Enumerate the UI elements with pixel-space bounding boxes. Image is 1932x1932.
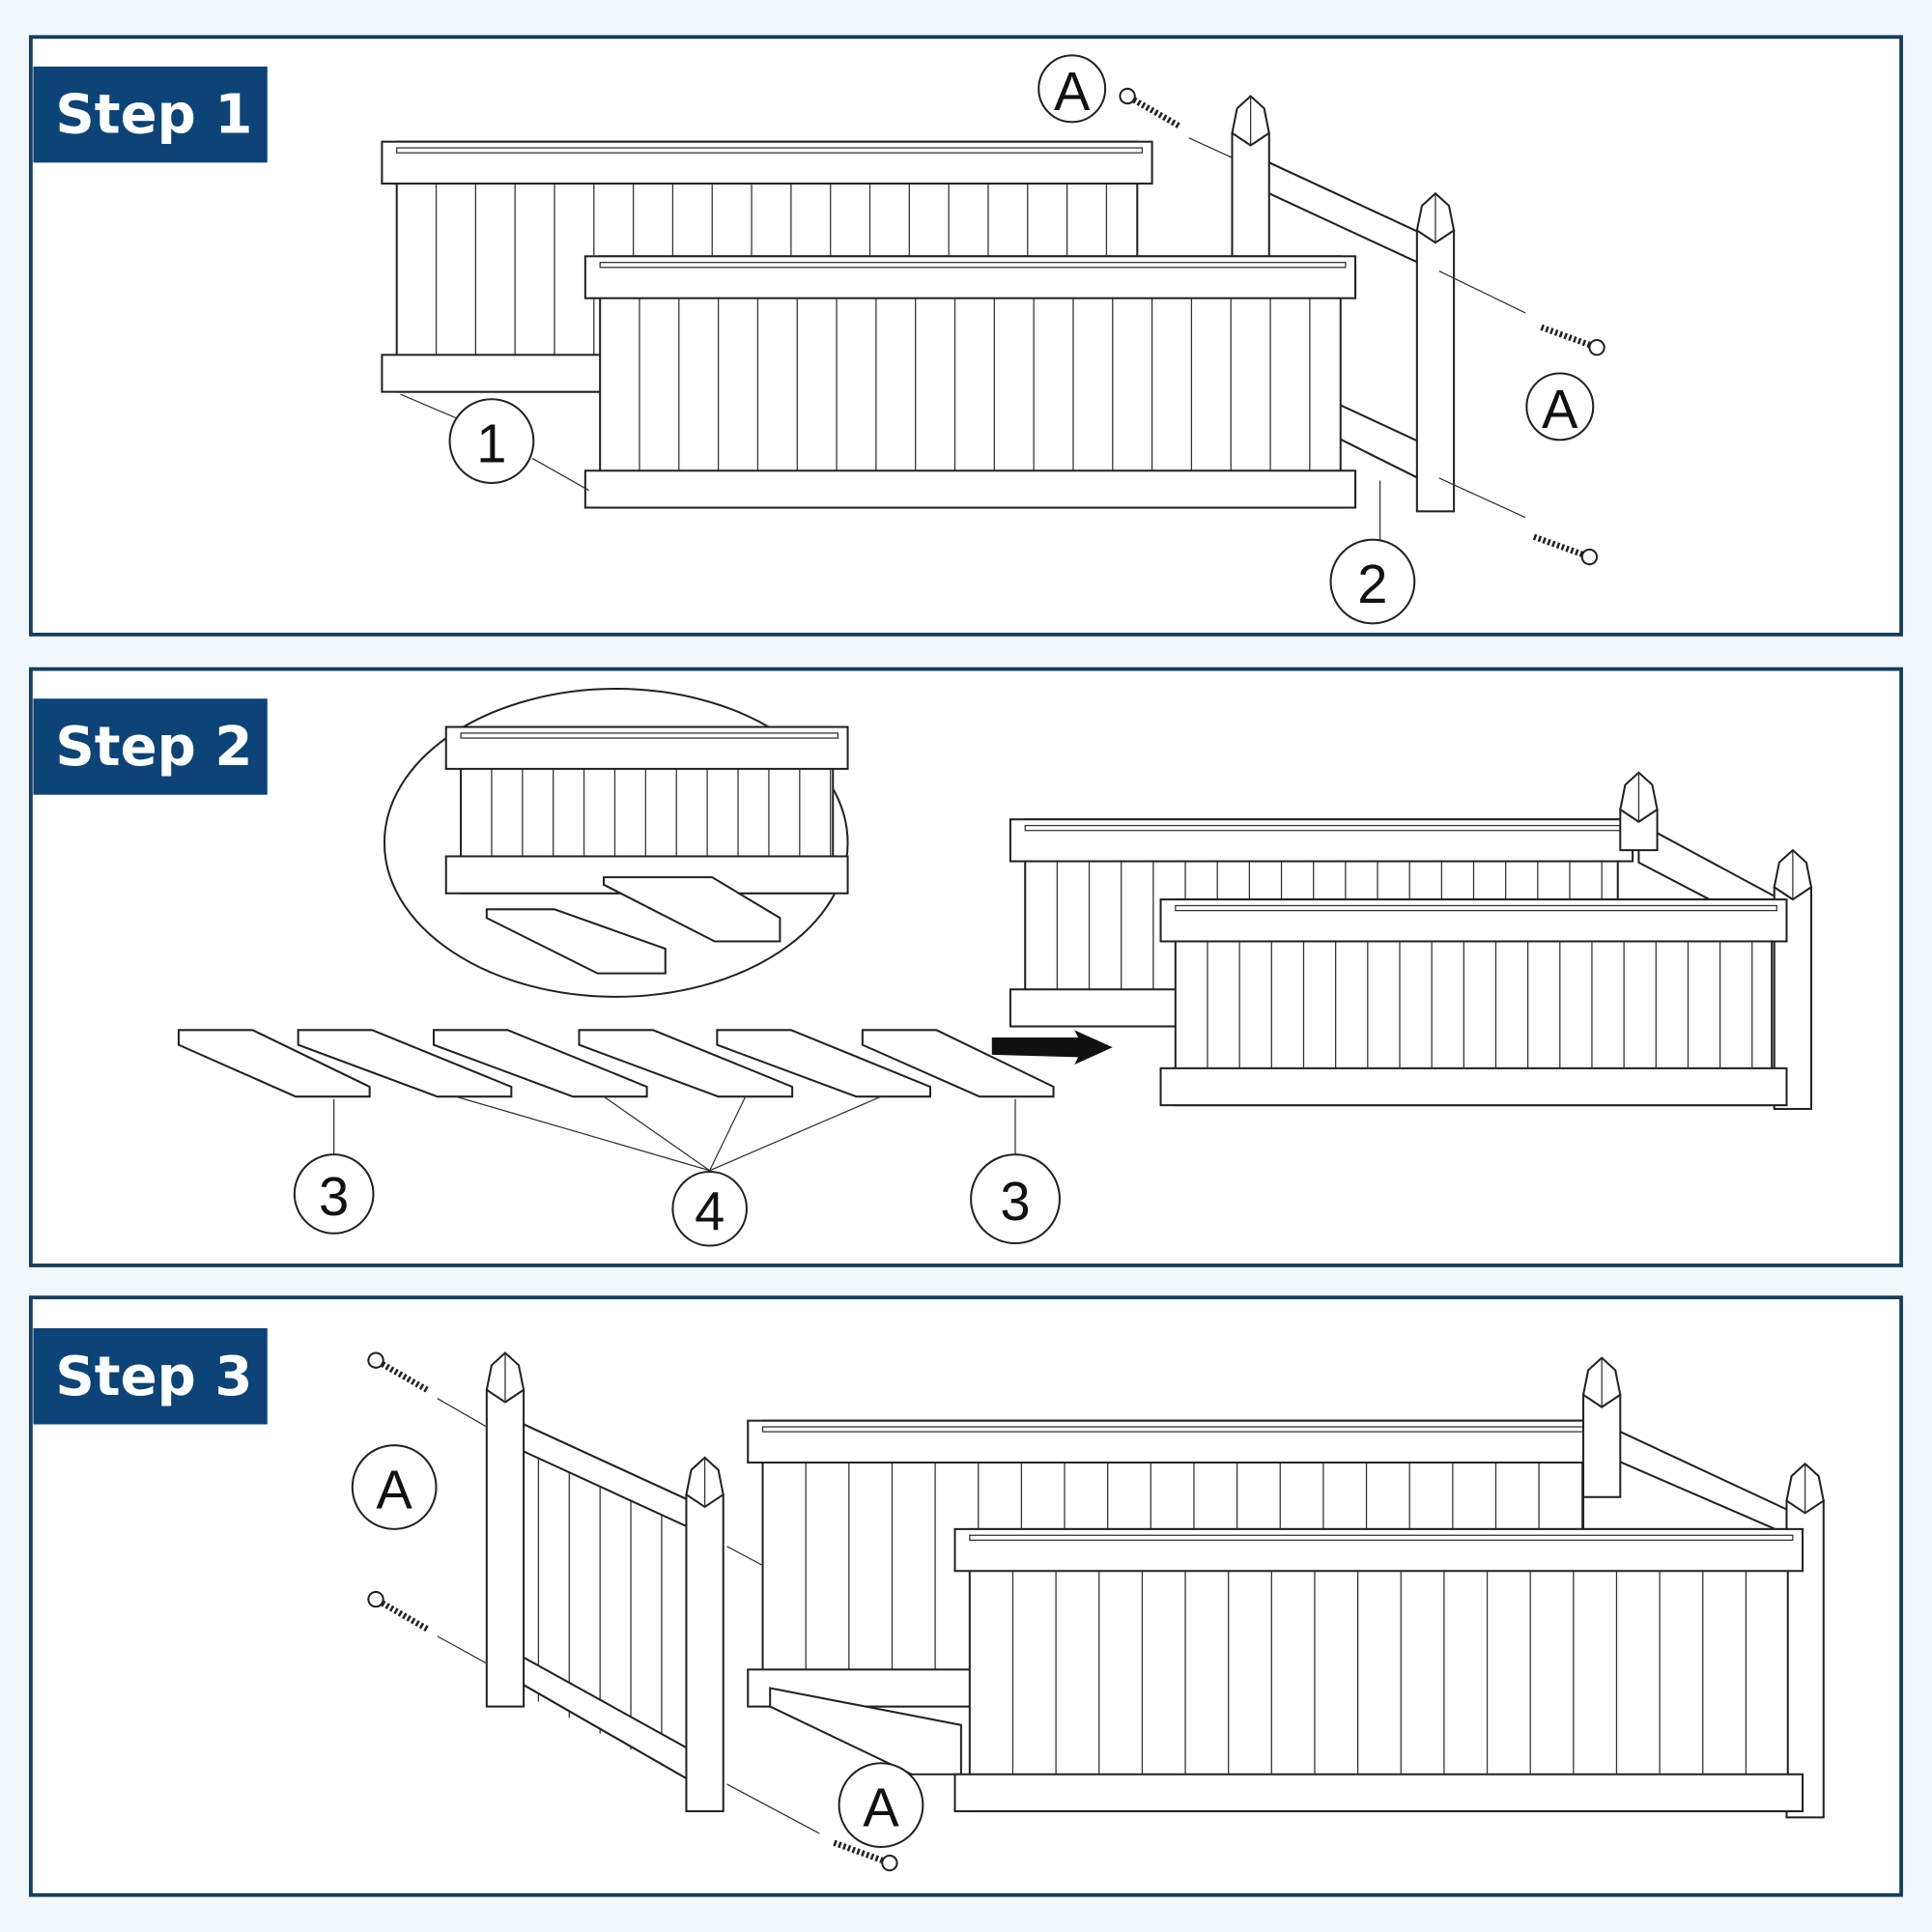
arrow-icon (991, 1030, 1113, 1065)
callout-part-1: 1 (448, 398, 535, 485)
bottom-rail (1159, 1066, 1788, 1107)
callout-text: 2 (1357, 554, 1387, 614)
step-3-panel: Step 3 (28, 1295, 1904, 1897)
step-1-label: Step 1 (55, 84, 252, 147)
rail-edge (1175, 904, 1777, 912)
callout-text: 3 (319, 1166, 349, 1227)
callout-part-3: 3 (970, 1153, 1061, 1245)
bottom-rail (953, 1773, 1804, 1813)
callout-part-2: 2 (1329, 538, 1416, 625)
callout-screw-a: A (351, 1444, 438, 1530)
screw-icon (1532, 533, 1599, 566)
leader-line (709, 1095, 882, 1172)
leader-line (726, 1783, 820, 1834)
top-rail (747, 1419, 1600, 1464)
step-1-panel: Step 1 (28, 35, 1904, 637)
top-rail (444, 725, 849, 770)
callout-text: A (1054, 61, 1091, 122)
screw-head (367, 1351, 384, 1369)
screw-head (367, 1590, 384, 1608)
top-rail (1159, 898, 1788, 943)
callout-screw-a: A (1525, 372, 1595, 441)
screw-head (1588, 339, 1605, 356)
leader-line (400, 393, 459, 420)
callout-part-4: 4 (671, 1170, 748, 1247)
assembled-front-panel (1159, 898, 1788, 1107)
leader-line (1188, 137, 1233, 158)
front-panel-part-1 (583, 255, 1357, 509)
screw-icon (367, 1590, 429, 1632)
screw-icon (833, 1839, 898, 1872)
leader-line (455, 1095, 710, 1172)
top-rail (381, 140, 1153, 185)
panel-body (968, 1527, 1789, 1813)
callout-text: 1 (476, 413, 506, 474)
rail-edge (599, 262, 1347, 269)
screw-thread (381, 1600, 429, 1632)
floor-board (769, 1687, 962, 1776)
post-body (1582, 1393, 1622, 1498)
floor-board (177, 1029, 371, 1098)
callout-part-3: 3 (293, 1153, 375, 1235)
top-rail (953, 1527, 1804, 1573)
floor-board (861, 1029, 1055, 1098)
corner-post (1785, 1462, 1825, 1819)
step-2-label: Step 2 (55, 716, 252, 779)
leader-line (603, 1095, 711, 1172)
step-label-box (33, 1328, 268, 1425)
top-rail (583, 255, 1357, 299)
leader-line (709, 1095, 747, 1172)
post-body (485, 1388, 526, 1708)
corner-post (1415, 191, 1456, 513)
leader-line (1438, 270, 1526, 314)
corner-post (485, 1351, 526, 1708)
screw-thread (833, 1839, 884, 1863)
bottom-rail (583, 469, 1357, 509)
detail-panel (444, 725, 849, 895)
corner-post (1581, 1356, 1622, 1498)
floor-board (578, 1029, 794, 1098)
callout-text: A (1542, 379, 1578, 440)
callout-screw-a: A (838, 1762, 924, 1849)
leader-line (531, 457, 590, 492)
screw-thread (1132, 97, 1180, 128)
detail-board (602, 876, 781, 943)
step-label-box (33, 698, 268, 795)
callout-text: A (376, 1460, 412, 1520)
step-label-box (33, 66, 268, 163)
post-body (1415, 229, 1456, 513)
leader-line (1438, 477, 1526, 519)
callout-text: 3 (1000, 1171, 1030, 1232)
rail-edge (460, 732, 838, 739)
callout-text: A (863, 1777, 899, 1838)
leader-line (437, 1398, 488, 1428)
screw-icon (367, 1351, 429, 1393)
screw-head (881, 1854, 898, 1872)
screw-thread (1540, 324, 1591, 349)
callout-text: 4 (695, 1180, 724, 1241)
step-3-label: Step 3 (55, 1346, 252, 1408)
rail-edge (969, 1534, 1794, 1542)
callouts: 1 2 A A 3 4 3 A A (293, 54, 1595, 1849)
floor-board (716, 1029, 932, 1098)
top-rail (1009, 818, 1634, 863)
corner-post (685, 1456, 724, 1813)
corner-post (1619, 771, 1659, 852)
floor-board (432, 1029, 648, 1098)
screw-thread (381, 1361, 429, 1393)
side-panel (506, 1415, 692, 1782)
rail-edge (396, 147, 1144, 154)
screw-icon (1540, 324, 1605, 356)
detail-board (485, 908, 667, 975)
floor-board (297, 1029, 513, 1098)
screw-icon (1119, 87, 1180, 128)
front-panel (953, 1527, 1804, 1813)
leader-line (437, 1635, 488, 1664)
screw-thread (1532, 533, 1584, 557)
post-body (685, 1493, 724, 1813)
callout-screw-a: A (1037, 54, 1107, 124)
